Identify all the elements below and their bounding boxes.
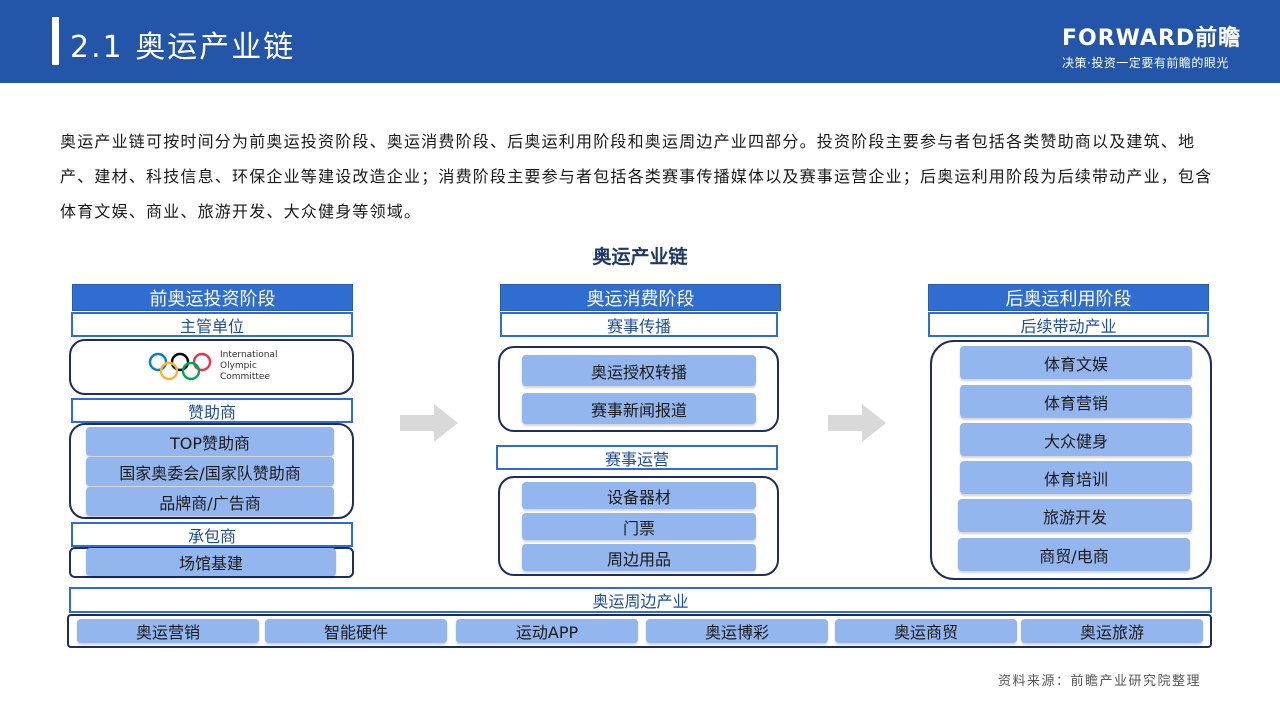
item-brand-advertiser: 品牌商/广告商 (86, 487, 334, 516)
brand-slogan: 决策·投资一定要有前瞻的眼光 (1062, 56, 1229, 70)
item-sports-app: 运动APP (456, 619, 638, 643)
group-authority (69, 339, 354, 395)
item-public-fitness: 大众健身 (960, 423, 1192, 456)
item-venue-construction: 场馆基建 (86, 548, 336, 576)
arrow-right-icon (400, 404, 458, 442)
item-olympic-lottery: 奥运博彩 (646, 619, 828, 643)
item-sports-marketing: 体育营销 (960, 385, 1192, 418)
brand-name: FORWARD前瞻 (1062, 26, 1242, 51)
diagram-title: 奥运产业链 (592, 246, 688, 268)
item-top-sponsor: TOP赞助商 (86, 427, 334, 456)
brand-logo: FORWARD前瞻 决策·投资一定要有前瞻的眼光 (1062, 20, 1262, 71)
page-title: 2.1 奥运产业链 (70, 30, 296, 65)
intro-paragraph: 奥运产业链可按时间分为前奥运投资阶段、奥运消费阶段、后奥运利用阶段和奥运周边产业… (60, 132, 1213, 221)
item-commerce-ecommerce: 商贸/电商 (958, 538, 1190, 571)
ioc-line: Olympic (220, 361, 257, 371)
ioc-logo: International Olympic Committee (148, 350, 277, 383)
item-news-report: 赛事新闻报道 (522, 393, 756, 424)
item-sports-entertainment: 体育文娱 (960, 346, 1192, 379)
label-driven-industries: 后续带动产业 (928, 312, 1209, 337)
olympic-rings-icon (148, 352, 212, 380)
label-sponsors: 赞助商 (71, 398, 353, 423)
label-periphery: 奥运周边产业 (69, 587, 1212, 613)
item-olympic-tourism: 奥运旅游 (1021, 619, 1203, 643)
label-operation: 赛事运营 (496, 445, 778, 470)
item-sports-training: 体育培训 (960, 461, 1192, 494)
item-noc-sponsor: 国家奥委会/国家队赞助商 (86, 457, 334, 486)
item-merchandise: 周边用品 (522, 544, 756, 571)
item-smart-hardware: 智能硬件 (265, 619, 447, 643)
label-authority: 主管单位 (71, 312, 353, 337)
stage-consumption: 奥运消费阶段 (500, 284, 781, 311)
ioc-line: Committee (220, 372, 270, 382)
label-broadcast: 赛事传播 (500, 312, 778, 337)
item-licensed-broadcast: 奥运授权转播 (522, 355, 756, 386)
label-contractors: 承包商 (71, 522, 353, 547)
ioc-text: International Olympic Committee (220, 350, 277, 383)
ioc-line: International (220, 350, 278, 360)
arrow-right-icon (828, 404, 886, 442)
stage-post-olympic: 后奥运利用阶段 (928, 284, 1209, 311)
item-olympic-marketing: 奥运营销 (77, 619, 259, 643)
title-accent-bar (52, 17, 59, 65)
item-tickets: 门票 (522, 513, 756, 540)
source-note: 资料来源：前瞻产业研究院整理 (998, 674, 1202, 689)
item-tourism-development: 旅游开发 (958, 499, 1192, 532)
item-olympic-trade: 奥运商贸 (835, 619, 1017, 643)
item-equipment: 设备器材 (522, 482, 756, 509)
header-bar: 2.1 奥运产业链 FORWARD前瞻 决策·投资一定要有前瞻的眼光 (0, 0, 1280, 83)
stage-pre-olympic: 前奥运投资阶段 (72, 284, 353, 311)
